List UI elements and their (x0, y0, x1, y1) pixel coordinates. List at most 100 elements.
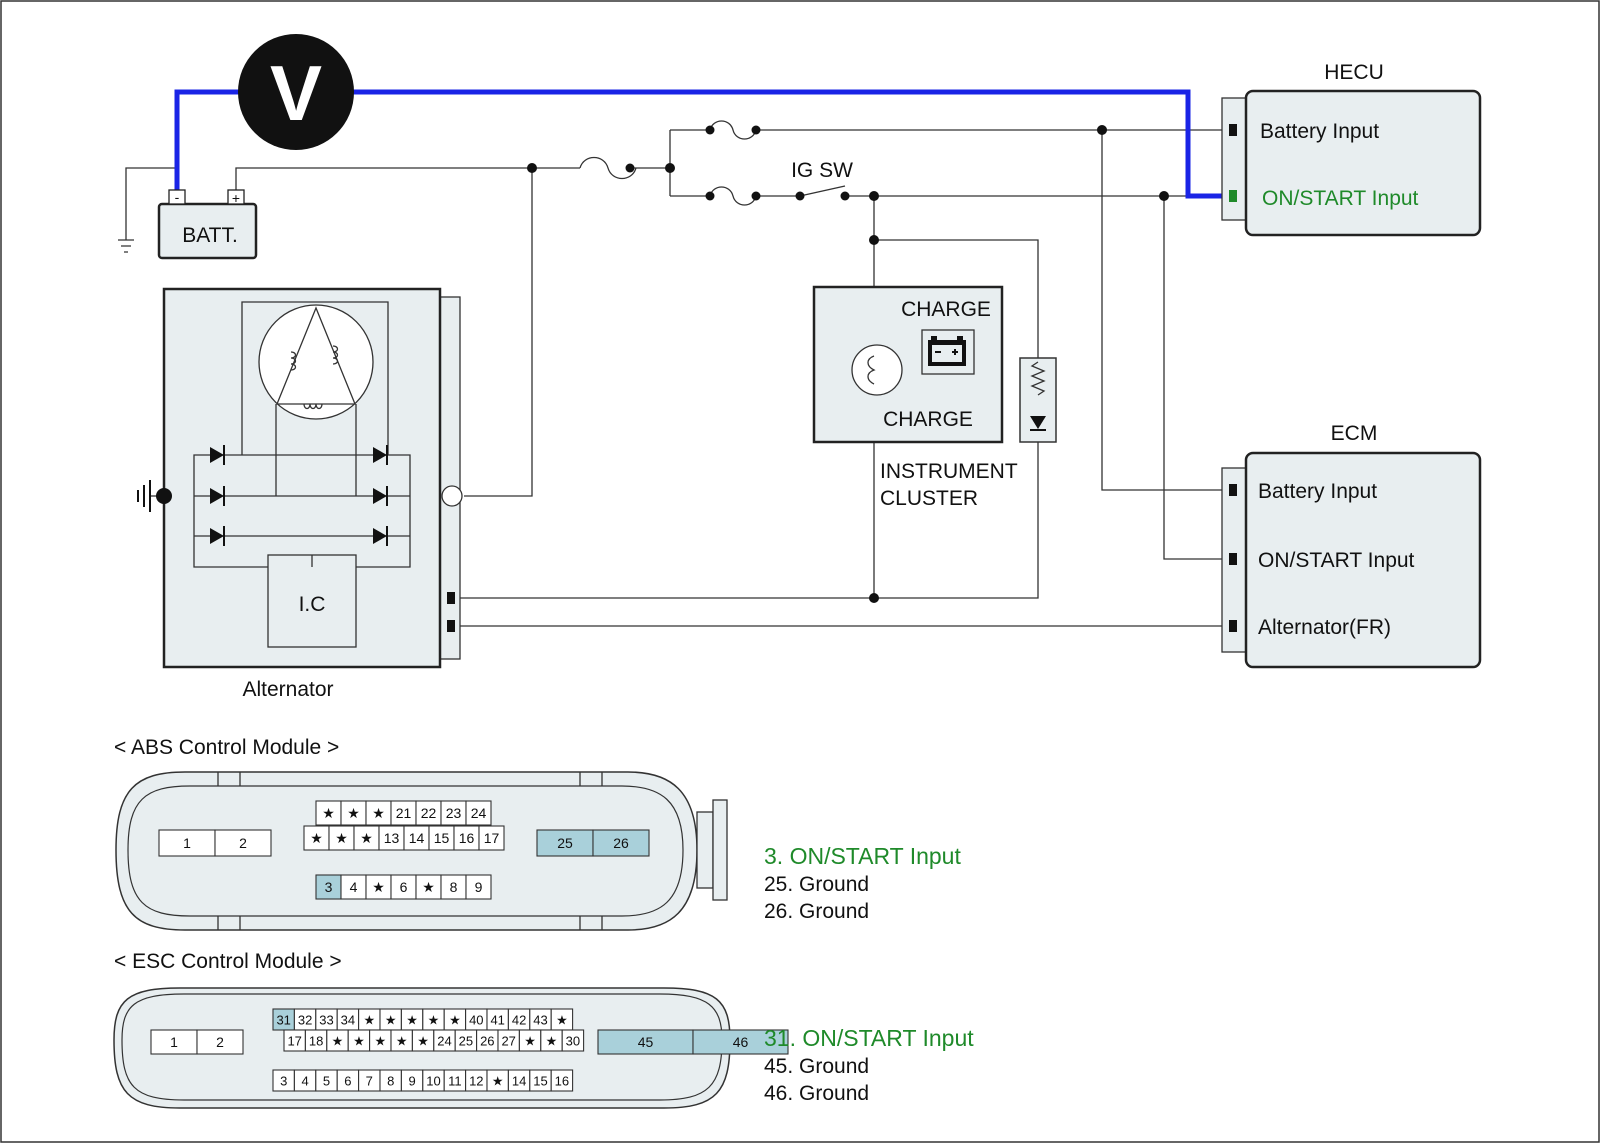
esc-row2-pin-label: ★ (524, 1034, 536, 1049)
esc-row2-pin-label: 25 (459, 1034, 473, 1049)
esc-row1-pin-label: 34 (341, 1013, 355, 1028)
cluster-caption-line1: INSTRUMENT (880, 460, 1018, 483)
esc-row1-pin-label: 41 (490, 1013, 504, 1028)
hecu-on-start-input-label: ON/START Input (1262, 187, 1419, 210)
esc-legend-1: 31. ON/START Input (764, 1025, 974, 1051)
alternator: I.C Alternator (137, 287, 463, 701)
abs-row2-pin-label: ★ (310, 830, 323, 846)
esc-row2-pin-label: 17 (287, 1034, 301, 1049)
ecm-title: ECM (1331, 422, 1378, 445)
abs-row1-pin-label: 24 (471, 805, 487, 821)
battery-minus-terminal: - (175, 189, 180, 205)
esc-row3-pin-cell (550, 1069, 574, 1092)
esc-row2-pin-label: 18 (309, 1034, 323, 1049)
esc-row3-pin-label: 3 (280, 1074, 287, 1089)
abs-left-pin-label: 1 (183, 835, 191, 851)
ecm-module: ECM Battery Input ON/START Input Alterna… (1221, 422, 1482, 669)
esc-right-pin-label: 46 (733, 1034, 749, 1050)
voltmeter-probe-wire (174, 89, 1233, 199)
abs-row3-pin-label: 8 (450, 879, 458, 895)
abs-row1-pin-cell (465, 800, 492, 826)
voltmeter-symbol: V (270, 49, 322, 137)
esc-row1-pin-label: ★ (406, 1013, 418, 1028)
esc-row2-pin-label: ★ (353, 1034, 365, 1049)
abs-row3-pin-cell (315, 874, 342, 900)
esc-row2-pin-label: ★ (396, 1034, 408, 1049)
esc-row1-pin-label: 42 (512, 1013, 526, 1028)
alternator-ic-label: I.C (299, 593, 326, 616)
alternator-label: Alternator (242, 678, 333, 701)
abs-row1-pin-label: ★ (372, 805, 385, 821)
esc-left-pin-cell (196, 1029, 244, 1055)
abs-right-pin-label: 26 (613, 835, 629, 851)
abs-row2-pin-cell (453, 825, 480, 851)
abs-row2-pin-cell (478, 825, 505, 851)
esc-row3-pin-label: 15 (533, 1074, 547, 1089)
abs-row1-pin-label: ★ (322, 805, 335, 821)
charge-warning-icon (921, 329, 975, 375)
abs-row1-pin-cell (340, 800, 367, 826)
instrument-cluster: CHARGE CHARGE INSTRUMENT CLUSTER (812, 285, 1057, 510)
esc-row2-pin-label: ★ (332, 1034, 344, 1049)
esc-row1-pin-label: ★ (428, 1013, 440, 1028)
esc-row1-pin-label: 32 (298, 1013, 312, 1028)
abs-row1-pin-label: 22 (421, 805, 437, 821)
abs-row2-pin-label: ★ (335, 830, 348, 846)
ecm-on-start-input-label: ON/START Input (1258, 549, 1415, 572)
esc-row2-pin-label: 24 (437, 1034, 451, 1049)
esc-row3-pin-label: 5 (323, 1074, 330, 1089)
esc-left-pin-label: 1 (170, 1034, 178, 1050)
esc-row3-pin-label: 6 (344, 1074, 351, 1089)
esc-row1-pin-label: ★ (556, 1013, 568, 1028)
abs-right-pin-cell (592, 829, 650, 857)
abs-row1-pin-label: 21 (396, 805, 412, 821)
esc-row3-pin-label: 11 (448, 1074, 462, 1089)
abs-right-pin-label: 25 (557, 835, 573, 851)
abs-row3-pin-cell (440, 874, 467, 900)
abs-legend-3: 26. Ground (764, 900, 869, 923)
abs-row1-pin-cell (440, 800, 467, 826)
esc-left-pin-cell (150, 1029, 198, 1055)
esc-row3-pin-label: 10 (426, 1074, 440, 1089)
esc-row3-pin-label: 8 (387, 1074, 394, 1089)
abs-row2-pin-label: 16 (459, 830, 475, 846)
esc-row2-pin-label: ★ (374, 1034, 386, 1049)
esc-left-pin-label: 2 (216, 1034, 224, 1050)
esc-row1-pin-label: 31 (276, 1013, 290, 1028)
esc-row3-pin-label: 14 (512, 1074, 526, 1089)
abs-title: < ABS Control Module > (114, 736, 339, 759)
abs-row1-pin-label: 23 (446, 805, 462, 821)
esc-row3-pin-label: 4 (301, 1074, 308, 1089)
voltmeter: V (238, 34, 354, 150)
hecu-battery-input-label: Battery Input (1260, 120, 1379, 143)
cluster-caption-line2: CLUSTER (880, 487, 978, 510)
esc-row2-pin-label: ★ (417, 1034, 429, 1049)
ignition-switch-label: IG SW (791, 159, 853, 182)
abs-legend-1: 3. ON/START Input (764, 843, 961, 869)
esc-row2-pin-label: 26 (480, 1034, 494, 1049)
abs-row3-pin-cell (415, 874, 442, 900)
esc-row3-pin-label: ★ (492, 1074, 504, 1089)
esc-row2-pin-cell (561, 1029, 585, 1052)
esc-legend-3: 46. Ground (764, 1082, 869, 1105)
abs-row3-pin-label: 9 (475, 879, 483, 895)
abs-row2-pin-label: 14 (409, 830, 425, 846)
abs-row2-pin-cell (328, 825, 355, 851)
esc-row1-pin-label: ★ (385, 1013, 397, 1028)
esc-right-pin-cell (692, 1029, 789, 1055)
abs-right-pin-cell (536, 829, 594, 857)
abs-row2-pin-cell (428, 825, 455, 851)
abs-row3-pin-label: ★ (422, 879, 435, 895)
hecu-title: HECU (1324, 61, 1384, 84)
esc-row3-pin-label: 12 (469, 1074, 483, 1089)
esc-right-pin-label: 45 (638, 1034, 654, 1050)
cluster-charge-label-top: CHARGE (901, 298, 991, 321)
abs-left-pin-label: 2 (239, 835, 247, 851)
esc-row2-pin-label: 30 (566, 1034, 580, 1049)
hecu-module: HECU Battery Input ON/START Input (1221, 61, 1482, 237)
ecm-alternator-fr-label: Alternator(FR) (1258, 616, 1391, 639)
abs-row2-pin-cell (303, 825, 330, 851)
abs-row1-pin-cell (315, 800, 342, 826)
